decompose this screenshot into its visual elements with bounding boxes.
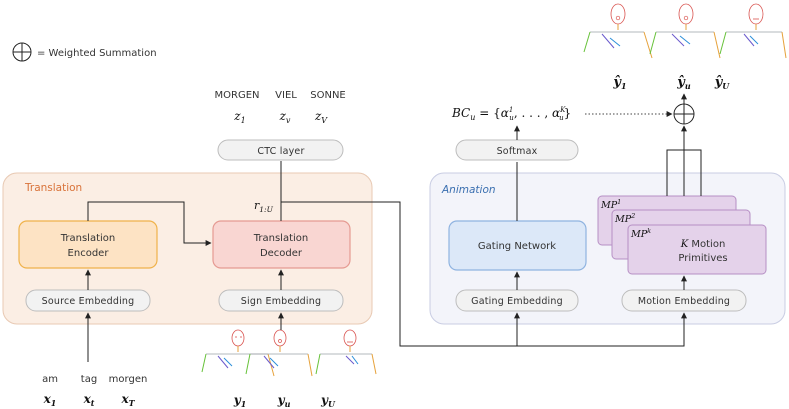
weighted-summation-node: [673, 103, 695, 125]
y-label-1: y1: [233, 393, 247, 409]
pose-figure-1: [201, 329, 275, 377]
decoder-line1: Translation: [253, 233, 309, 244]
translation-section: [2, 172, 373, 325]
y-label-3: yU: [320, 393, 336, 409]
pose-figure-2: [245, 329, 313, 377]
animation-title: Animation: [441, 184, 496, 196]
translation-title: Translation: [24, 182, 82, 194]
ctc-word-2: VIEL: [275, 90, 297, 101]
ctc-word-1: MORGEN: [215, 90, 260, 101]
translation-encoder: [18, 220, 158, 269]
y-hat-label-3: ŷU: [714, 75, 731, 91]
z-label-3: zV: [314, 109, 328, 125]
svg-text:Softmax: Softmax: [497, 146, 538, 157]
svg-text:CTC layer: CTC layer: [257, 146, 304, 157]
svg-text:Sign Embedding: Sign Embedding: [241, 296, 321, 307]
connectors: [85, 93, 702, 362]
svg-text:Gating Embedding: Gating Embedding: [471, 296, 563, 307]
svg-text:Motion Embedding: Motion Embedding: [638, 296, 730, 307]
output-pose-3: [719, 3, 787, 59]
output-pose-1: [583, 3, 653, 59]
encoder-line2: Encoder: [68, 248, 110, 259]
ctc-word-3: SONNE: [310, 90, 346, 101]
legend: = Weighted Summation: [12, 42, 157, 62]
mp-label-1: MP1: [600, 198, 621, 211]
primitives-line2: Primitives: [678, 253, 727, 264]
primitives-line1: K Motion: [680, 239, 726, 250]
svg-text:Source Embedding: Source Embedding: [42, 296, 135, 307]
x-label-3: xT: [120, 392, 135, 408]
z-label-2: zv: [279, 109, 291, 125]
x-label-1: x1: [43, 392, 57, 408]
input-word-2: tag: [81, 374, 97, 385]
y-hat-label-2: ŷu: [676, 75, 691, 91]
pose-figure-3: [315, 329, 377, 375]
svg-text:Gating Network: Gating Network: [478, 241, 556, 252]
translation-decoder: [212, 220, 351, 269]
decoder-line2: Decoder: [260, 248, 303, 259]
y-label-2: yu: [277, 393, 291, 409]
ctc-layer: [217, 139, 344, 161]
input-word-3: morgen: [109, 374, 148, 385]
encoder-line1: Translation: [60, 233, 116, 244]
y-hat-label-1: ŷ1: [612, 75, 626, 91]
legend-text: = Weighted Summation: [37, 48, 157, 59]
x-label-2: xt: [83, 392, 95, 408]
output-pose-2: [649, 3, 721, 59]
motion-primitive-k: [627, 224, 767, 275]
r-label: r1:U: [254, 199, 274, 214]
mp-label-k: MPk: [630, 227, 651, 240]
z-label-1: z1: [233, 109, 245, 125]
mp-label-2: MP2: [614, 212, 635, 225]
input-word-1: am: [42, 374, 58, 385]
